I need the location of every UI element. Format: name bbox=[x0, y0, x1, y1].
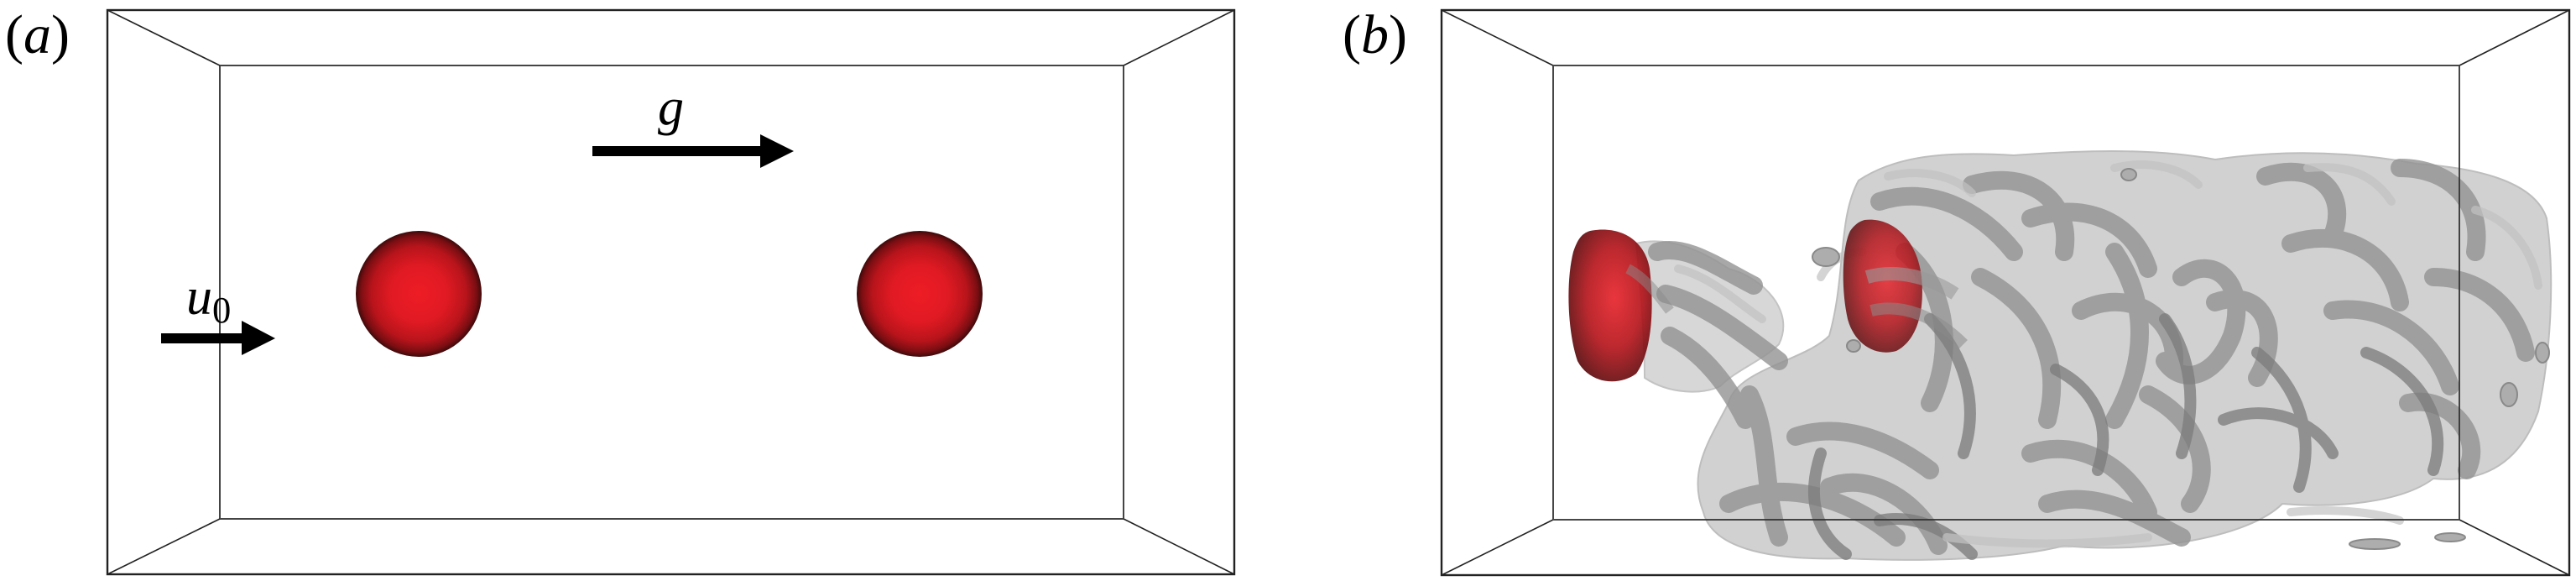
paren-close: ) bbox=[1388, 4, 1407, 65]
inflow-subscript: 0 bbox=[212, 288, 232, 331]
gravity-arrow bbox=[592, 134, 794, 168]
paren-open: ( bbox=[5, 4, 23, 65]
outer-box-edge bbox=[1440, 8, 2571, 577]
inflow-velocity-arrow bbox=[161, 321, 275, 355]
paren-close: ) bbox=[50, 4, 70, 65]
gravity-g: g bbox=[658, 79, 684, 136]
vortex-structures bbox=[1635, 150, 2553, 561]
inner-box-edge bbox=[219, 65, 1124, 520]
left-deformed-bubble bbox=[1568, 229, 1652, 382]
outer-box-edge bbox=[106, 8, 1236, 576]
panel-b bbox=[1440, 8, 2571, 577]
panel-a-letter: a bbox=[23, 4, 51, 65]
panel-b-label: (b) bbox=[1343, 2, 1407, 69]
gravity-symbol: g bbox=[658, 81, 684, 134]
panel-b-inner-box bbox=[1552, 65, 2460, 521]
panel-a-label: (a) bbox=[5, 2, 70, 69]
right-deformed-bubble bbox=[1843, 219, 1922, 353]
left-bubble-sphere bbox=[356, 231, 482, 357]
inflow-u: u bbox=[186, 269, 212, 326]
panel-b-box-wireframe bbox=[1440, 8, 2571, 577]
paren-open: ( bbox=[1343, 4, 1361, 65]
deformed-bubbles bbox=[1568, 219, 1968, 382]
panel-a bbox=[106, 8, 1236, 576]
panel-a-box-wireframe bbox=[106, 8, 1236, 576]
right-bubble-sphere bbox=[857, 231, 983, 357]
panel-b-letter: b bbox=[1360, 4, 1389, 65]
inflow-velocity-symbol: u0 bbox=[186, 270, 231, 337]
